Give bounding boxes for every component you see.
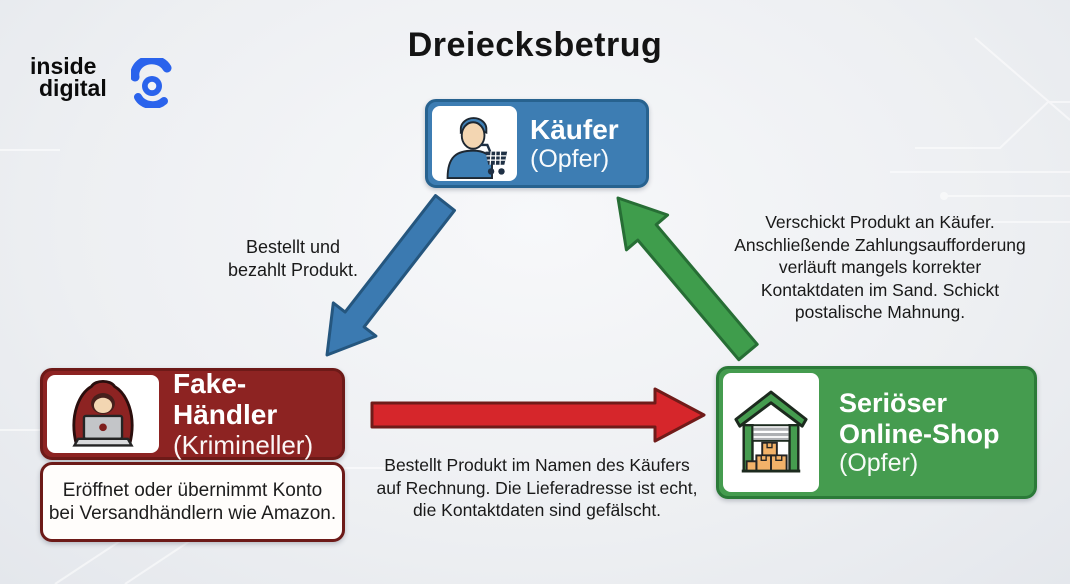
inside-digital-spiral-icon [131,58,172,108]
label-shop-to-kaeufer: Verschickt Produkt an Käufer. Anschließe… [734,212,1026,322]
logo-text-line1: inside [30,53,97,79]
fake-haendler-note-box: Eröffnet oder übernimmt Konto bei Versan… [40,462,345,542]
inside-digital-logo: inside digital [30,53,172,108]
fake-haendler-icon-panel [47,375,159,453]
online-shop-icon-panel [723,373,819,492]
online-shop-subtitle: (Opfer) [839,448,919,477]
page-title: Dreiecksbetrug [407,26,663,64]
kaeufer-title: Käufer [530,113,619,145]
kaeufer-icon-panel [432,106,517,181]
fake-haendler-subtitle: (Krimineller) [173,429,314,460]
logo-text-line2: digital [39,75,107,101]
node-online-shop: Seriöser Online-Shop (Opfer) [716,366,1037,499]
fake-haendler-note: Eröffnet oder übernimmt Konto bei Versan… [48,480,337,524]
node-kaeufer: Käufer (Opfer) [425,99,649,188]
online-shop-title: Seriöser Online-Shop [839,388,1000,449]
label-kaeufer-to-fake: Bestellt und bezahlt Produkt. [227,237,359,280]
node-fake-haendler: Fake-Händler (Krimineller) [40,368,345,460]
fake-haendler-title: Fake-Händler [173,368,278,431]
hacker-laptop-icon [72,379,134,447]
label-fake-to-shop: Bestellt Produkt im Namen des Käufers au… [376,455,698,520]
warehouse-icon [734,390,808,472]
arrow-fake-haendler-to-shop [370,387,706,443]
buyer-shopping-cart-icon [446,116,507,179]
kaeufer-subtitle: (Opfer) [530,145,610,174]
